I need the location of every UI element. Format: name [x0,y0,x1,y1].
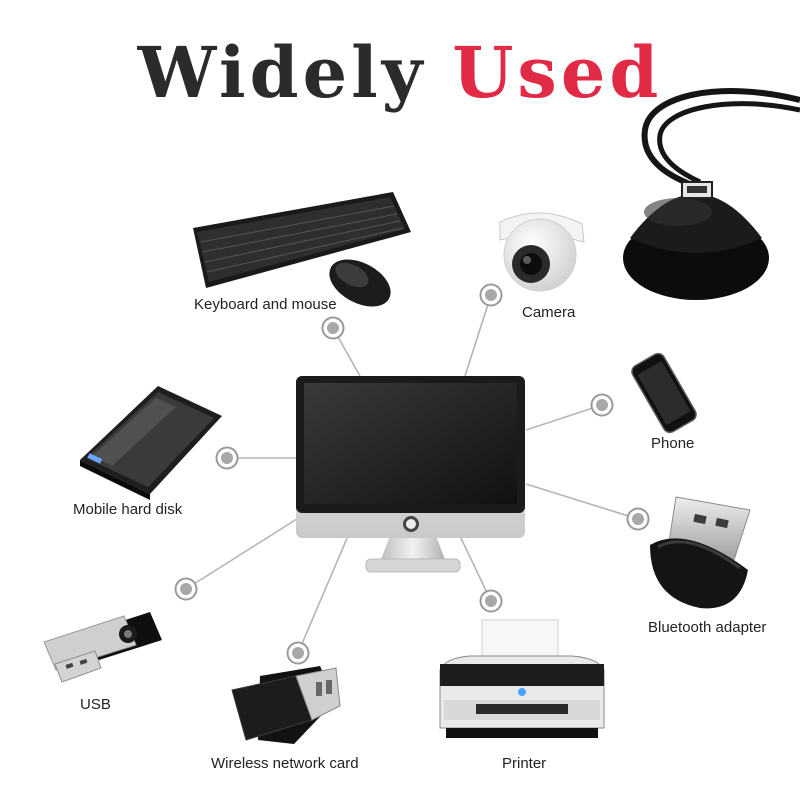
node-camera [479,283,503,307]
connector-lines [185,294,639,654]
title-word-widely: Widely [137,31,427,114]
phone-icon [631,352,697,434]
node-bluetooth [626,507,650,531]
label-printer: Printer [502,755,547,772]
mobile-hard-disk-icon [80,386,222,500]
wireless-network-card-icon [231,666,341,744]
node-printer [479,589,503,613]
node-harddisk [215,446,239,470]
label-usb: USB [80,696,111,713]
connector-wifi-card [297,535,349,654]
connector-nodes [174,283,650,665]
title-word-used: Used [452,31,663,114]
connector-usb [185,516,301,590]
node-wifi-card [286,641,310,665]
keyboard-and-mouse-icon [193,192,411,307]
connector-phone [525,404,603,431]
printer-icon [439,619,605,738]
node-usb [174,577,198,601]
node-keyboard [321,316,345,340]
usb-flash-drive-icon [43,612,162,683]
label-mobile-hard-disk: Mobile hard disk [73,501,183,518]
connector-bluetooth [525,483,639,520]
label-wireless-network-card: Wireless network card [211,755,359,772]
node-phone [590,393,614,417]
bluetooth-adapter-icon [650,496,751,609]
label-bluetooth-adapter: Bluetooth adapter [648,619,767,636]
computer-monitor-icon [296,376,525,573]
usb-extension-cable-icon [623,88,800,300]
label-phone: Phone [651,435,695,452]
dome-camera-icon [499,212,585,292]
label-camera: Camera [522,304,576,321]
label-keyboard-and-mouse: Keyboard and mouse [194,296,337,313]
connector-camera [464,294,492,377]
connector-printer [459,535,492,602]
